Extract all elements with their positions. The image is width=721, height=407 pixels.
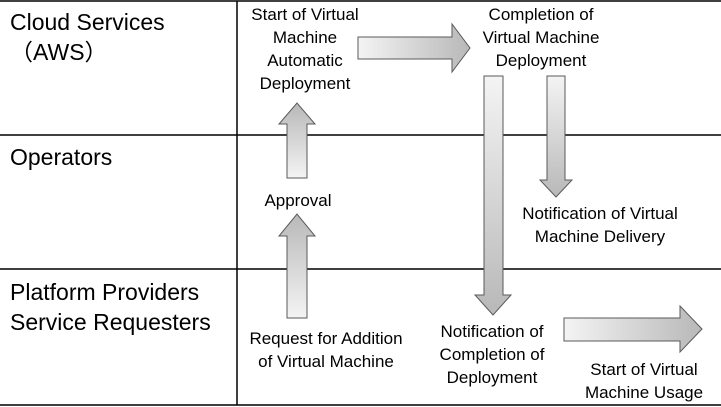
arrow-completion-to-notify-completion	[473, 75, 513, 316]
lane-label-operators: Operators	[10, 144, 113, 170]
arrow-completion-to-notify-delivery	[538, 75, 574, 198]
step-start-deployment: Start of Virtual Machine Automatic Deplo…	[251, 5, 359, 93]
arrow-request-to-approval	[277, 213, 317, 319]
step-request-addition: Request for Addition of Virtual Machine	[249, 329, 403, 371]
step-start-usage: Start of Virtual Machine Usage	[584, 360, 704, 402]
step-notify-delivery: Notification of Virtual Machine Delivery	[522, 204, 678, 246]
step-notify-completion: Notification of Completion of Deployment	[439, 322, 545, 387]
arrow-start-to-completion	[357, 22, 471, 74]
step-approval: Approval	[264, 191, 332, 210]
step-completion-deployment: Completion of Virtual Machine Deployment	[482, 5, 600, 70]
arrow-notify-to-usage	[563, 304, 703, 354]
lane-label-cloud-services: Cloud Services （AWS）	[10, 9, 165, 65]
lane-label-platform-providers: Platform Providers Service Requesters	[10, 279, 211, 335]
arrow-approval-to-start	[277, 102, 317, 179]
